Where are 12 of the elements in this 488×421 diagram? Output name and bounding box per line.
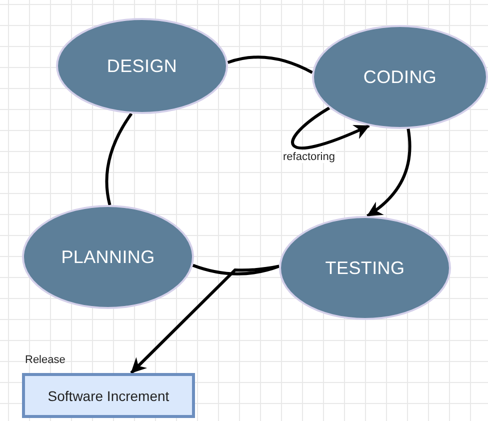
- stage-label: CODING: [363, 66, 437, 88]
- stage-ellipse: [279, 216, 451, 320]
- stage-label: PLANNING: [61, 246, 155, 268]
- connector-arrow: [130, 264, 280, 374]
- node-caption: Release: [25, 354, 66, 366]
- stage-label: TESTING: [325, 258, 405, 278]
- box-label: Software Increment: [48, 388, 170, 404]
- stage-label: DESIGN: [106, 56, 178, 76]
- edge-label: refactoring: [282, 151, 336, 163]
- connector-arrow: [291, 106, 370, 150]
- connector-arrow: [366, 128, 412, 218]
- stage-ellipse: [312, 25, 488, 129]
